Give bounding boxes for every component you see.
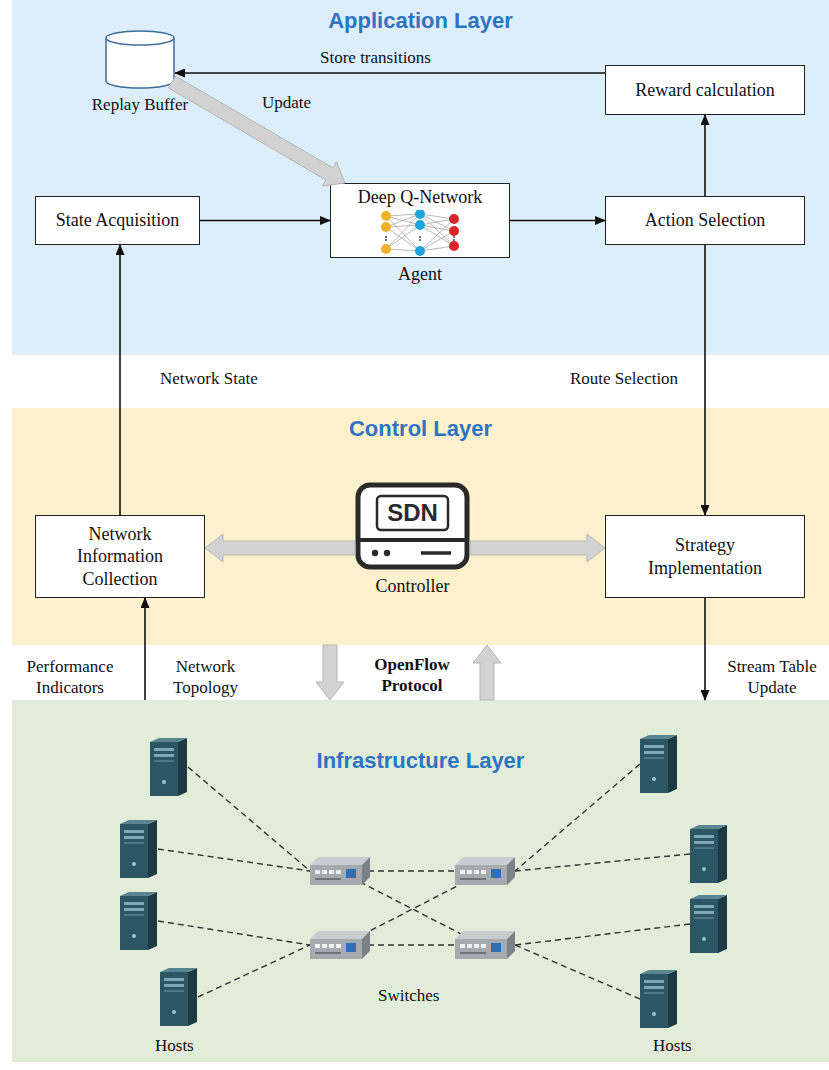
layer-band: Control LayerNetwork Information Collect… (12, 408, 829, 645)
arrow-connector (144, 598, 146, 700)
arrow-connector (704, 115, 706, 196)
block-arrow (316, 645, 344, 700)
net-link (386, 216, 420, 251)
arrow-connector (510, 220, 605, 222)
net-dot (453, 236, 455, 238)
arrow-connector (704, 598, 706, 700)
controller-divider (358, 538, 467, 542)
net-neuron (415, 246, 425, 256)
edge-label: Route Selection (570, 368, 678, 389)
controller-led (384, 550, 390, 556)
controller-led (372, 550, 378, 556)
net-link (420, 219, 454, 251)
edge-label: Stream Table Update (718, 656, 826, 699)
cylinder-shape (105, 30, 175, 90)
layer-title: Infrastructure Layer (12, 748, 829, 774)
box-label: Deep Q-Network (331, 187, 509, 208)
net-link (386, 227, 420, 251)
block-arrow (470, 534, 605, 562)
box-label: State Acquisition (56, 209, 180, 232)
net-neuron (449, 214, 459, 224)
net-neuron (415, 220, 425, 230)
net-dot (419, 236, 421, 238)
net-link (420, 231, 454, 251)
arrow-connector (175, 72, 605, 74)
net-dot (419, 239, 421, 241)
box-label: Strategy Implementation (643, 534, 768, 579)
arrow-connector (119, 245, 121, 515)
process-box: Reward calculation (605, 65, 805, 115)
net-link (420, 246, 454, 251)
block-arrow (473, 645, 501, 700)
agent-label: Agent (398, 264, 442, 285)
net-neuron (381, 222, 391, 232)
layer-title: Control Layer (12, 416, 829, 442)
net-link (386, 225, 420, 249)
controller-label: Controller (376, 576, 450, 597)
replay-buffer-cylinder: Replay Buffer (105, 30, 175, 90)
net-neuron (449, 226, 459, 236)
process-box: Action Selection (605, 196, 805, 245)
edge-label: Update (262, 92, 311, 113)
box-label: Action Selection (645, 209, 765, 232)
net-neuron (381, 211, 391, 221)
controller-slot (421, 551, 451, 555)
net-link (386, 214, 420, 227)
net-link (420, 225, 454, 246)
arrow-connector (704, 245, 706, 515)
net-neuron (449, 241, 459, 251)
net-dot (385, 239, 387, 241)
box-label: Network Information Collection (68, 523, 173, 591)
block-arrow (169, 76, 346, 186)
process-box: Network Information Collection (35, 515, 205, 598)
layer-title: Application Layer (12, 8, 829, 34)
box-label: Reward calculation (635, 79, 774, 102)
process-box: Strategy Implementation (605, 515, 805, 598)
net-neuron (415, 210, 425, 219)
net-dot (453, 239, 455, 241)
controller-mark: SDN (355, 499, 470, 527)
process-box: State Acquisition (35, 196, 200, 245)
net-neuron (381, 244, 391, 254)
cylinder-top (106, 31, 174, 45)
edge-label: Store transitions (320, 47, 431, 68)
device-label: Switches (378, 985, 439, 1006)
controller-icon: SDNController (355, 482, 470, 570)
net-link (386, 214, 420, 249)
net-link (386, 225, 420, 227)
edge-label: Performance Indicators (14, 656, 126, 699)
net-link (386, 249, 420, 251)
block-arrow (205, 534, 355, 562)
edge-label: Network State (160, 368, 258, 389)
protocol-label: OpenFlow Protocol (356, 654, 468, 697)
cylinder-label: Replay Buffer (92, 95, 188, 115)
network-box: Deep Q-NetworkAgent (330, 183, 510, 258)
net-dot (385, 236, 387, 238)
signal-label: Network Topology (158, 656, 253, 699)
device-label: Hosts (155, 1035, 194, 1056)
neural-net-icon (331, 210, 509, 256)
arrow-connector (200, 220, 330, 222)
device-label: Hosts (653, 1035, 692, 1056)
